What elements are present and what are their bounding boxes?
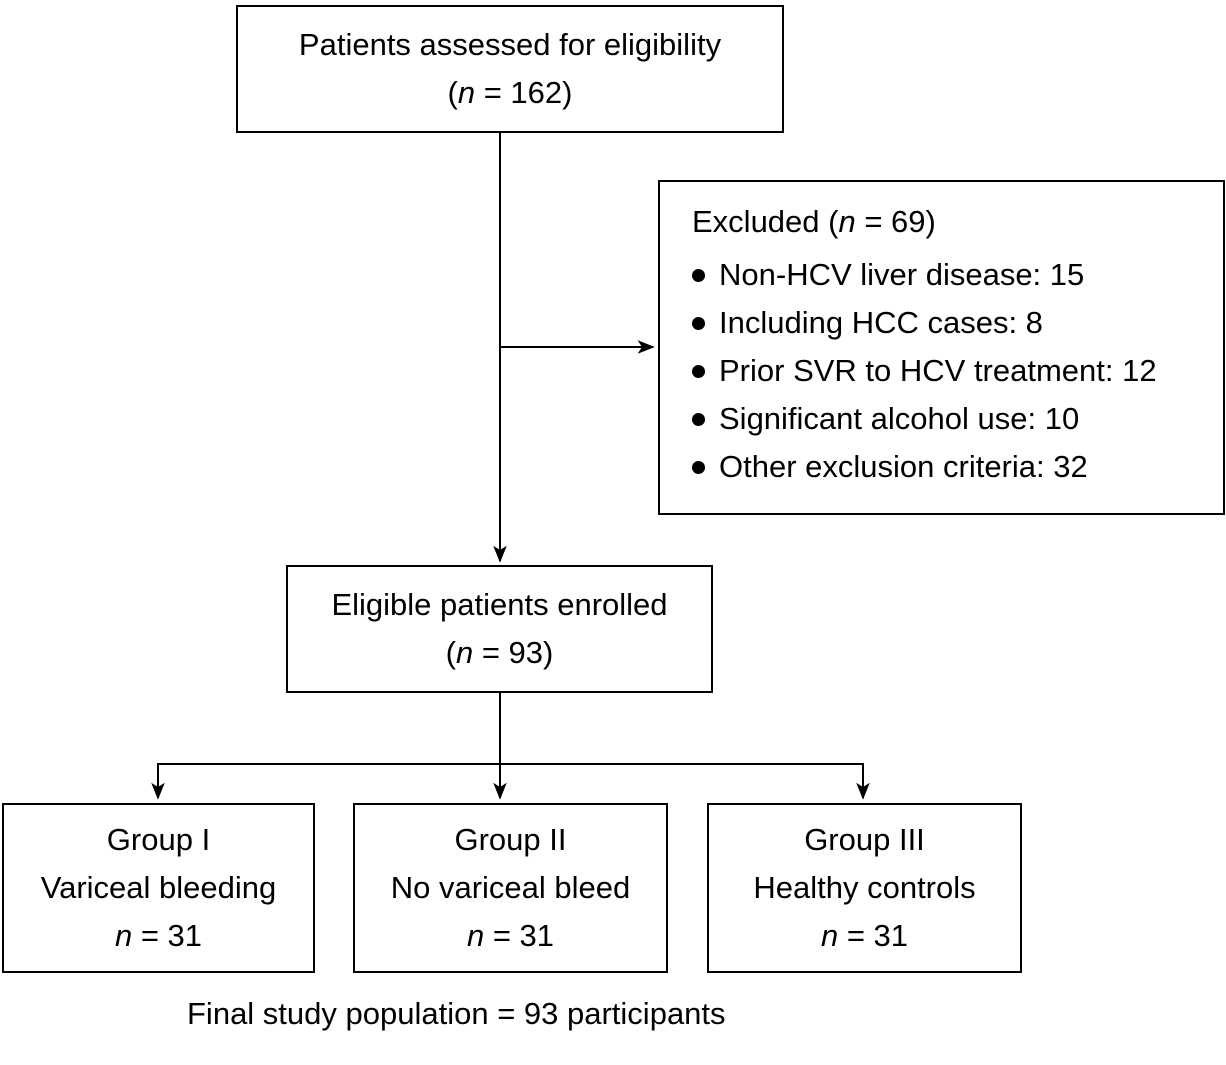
group-3-desc: Healthy controls (753, 870, 976, 905)
bullet-icon (692, 460, 705, 474)
box-group-1: Group I Variceal bleeding n = 31 (2, 803, 315, 973)
bullet-icon (692, 412, 705, 426)
bullet-icon (692, 316, 705, 330)
excluded-n-var: n (838, 204, 856, 239)
assessed-n-var: n (457, 75, 476, 110)
list-item: Other exclusion criteria: 32 (692, 443, 1213, 491)
enrolled-title: Eligible patients enrolled (331, 587, 668, 622)
box-group-3: Group III Healthy controls n = 31 (707, 803, 1022, 973)
group-2-n-line: n = 31 (467, 912, 554, 960)
group-2-desc: No variceal bleed (390, 870, 631, 905)
assessed-title: Patients assessed for eligibility (298, 27, 722, 62)
excluded-item-text: Significant alcohol use: 10 (719, 401, 1080, 436)
bullet-icon (692, 268, 705, 282)
group-1-n-var: n (114, 918, 133, 953)
group-2-n-var: n (466, 918, 485, 953)
box-group-2: Group II No variceal bleed n = 31 (353, 803, 668, 973)
group-3-n-line: n = 31 (821, 912, 908, 960)
assessed-n-post: = 162) (475, 75, 573, 110)
excluded-heading-pre: Excluded ( (692, 204, 839, 239)
box-eligible-enrolled: Eligible patients enrolled (n = 93) (286, 565, 713, 693)
list-item: Non-HCV liver disease: 15 (692, 251, 1213, 299)
excluded-heading-post: = 69) (855, 204, 936, 239)
excluded-item-text: Non-HCV liver disease: 15 (719, 257, 1085, 292)
group-1-desc: Variceal bleeding (40, 870, 277, 905)
list-item: Prior SVR to HCV treatment: 12 (692, 347, 1213, 395)
enrolled-n-line: (n = 93) (446, 629, 554, 677)
group-2-name: Group II (454, 822, 567, 857)
group-3-n-var: n (820, 918, 839, 953)
box-excluded: Excluded (n = 69) Non-HCV liver disease:… (658, 180, 1225, 515)
group-1-n-line: n = 31 (115, 912, 202, 960)
enrolled-n-pre: ( (445, 635, 456, 670)
excluded-heading: Excluded (n = 69) (692, 198, 1213, 246)
group-3-name: Group III (804, 822, 925, 857)
excluded-item-text: Including HCC cases: 8 (719, 305, 1043, 340)
excluded-item-text: Other exclusion criteria: 32 (719, 449, 1088, 484)
enrolled-n-var: n (455, 635, 474, 670)
group-2-n-post: = 31 (484, 918, 555, 953)
assessed-n-line: (n = 162) (448, 69, 573, 117)
excluded-item-text: Prior SVR to HCV treatment: 12 (719, 353, 1157, 388)
assessed-n-pre: ( (447, 75, 458, 110)
group-1-name: Group I (106, 822, 211, 857)
final-population-caption: Final study population = 93 participants (187, 996, 726, 1031)
box-patients-assessed: Patients assessed for eligibility (n = 1… (236, 5, 784, 133)
list-item: Significant alcohol use: 10 (692, 395, 1213, 443)
group-1-n-post: = 31 (132, 918, 203, 953)
bullet-icon (692, 364, 705, 378)
list-item: Including HCC cases: 8 (692, 299, 1213, 347)
group-3-n-post: = 31 (838, 918, 909, 953)
enrolled-n-post: = 93) (473, 635, 554, 670)
excluded-list: Non-HCV liver disease: 15 Including HCC … (692, 251, 1213, 491)
